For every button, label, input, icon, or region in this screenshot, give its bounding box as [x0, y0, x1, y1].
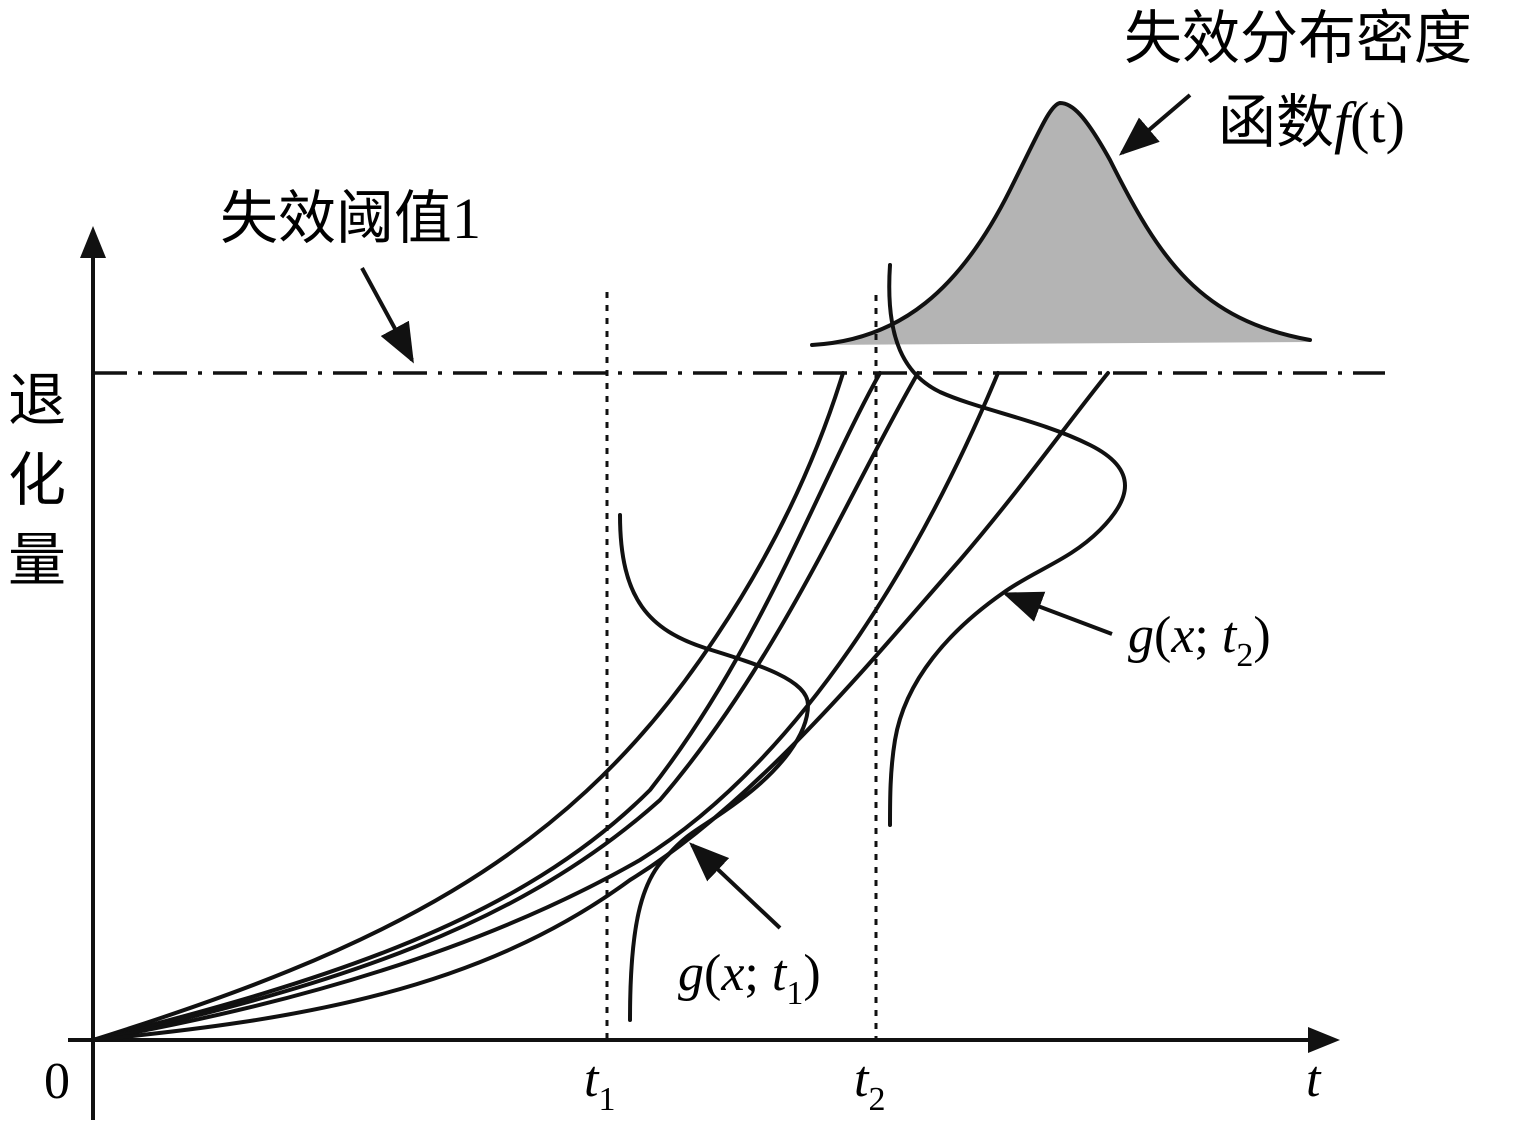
density-pointer-arrow	[1118, 93, 1192, 156]
y-axis-arrow	[80, 226, 106, 258]
threshold-pointer-arrow	[360, 267, 414, 364]
degradation-path-2	[91, 371, 882, 1042]
g1-pointer-arrow	[689, 842, 782, 930]
failure-density-curve	[812, 103, 1310, 345]
degradation-path-5	[91, 371, 1110, 1042]
density-label-line1: 失效分布密度	[1124, 6, 1472, 71]
density-label-line2: 函数f(t)	[1218, 90, 1405, 155]
t2-tick-label: t2	[854, 1051, 885, 1118]
g-t1-label: g(x; t1)	[678, 945, 821, 1012]
density-g-t2	[887, 263, 1127, 827]
g2-pointer-arrow	[1002, 591, 1113, 636]
y-axis-label-char-2: 化	[8, 448, 66, 513]
t1-tick-label: t1	[584, 1051, 615, 1118]
degradation-path-1	[91, 371, 845, 1042]
y-axis-label-char-1: 退	[8, 368, 66, 433]
g-t2-label: g(x; t2)	[1128, 607, 1271, 674]
x-axis-arrow	[1308, 1027, 1340, 1053]
density-g-t1	[618, 513, 811, 1022]
origin-label: 0	[44, 1053, 70, 1110]
degradation-path-4	[91, 371, 1000, 1042]
x-axis-label: t	[1306, 1051, 1322, 1108]
failure-density-outline	[810, 100, 1312, 347]
y-axis-label-char-3: 量	[8, 528, 66, 593]
failure-threshold-label: 失效阈值1	[220, 186, 481, 251]
degradation-path-3	[91, 371, 920, 1042]
